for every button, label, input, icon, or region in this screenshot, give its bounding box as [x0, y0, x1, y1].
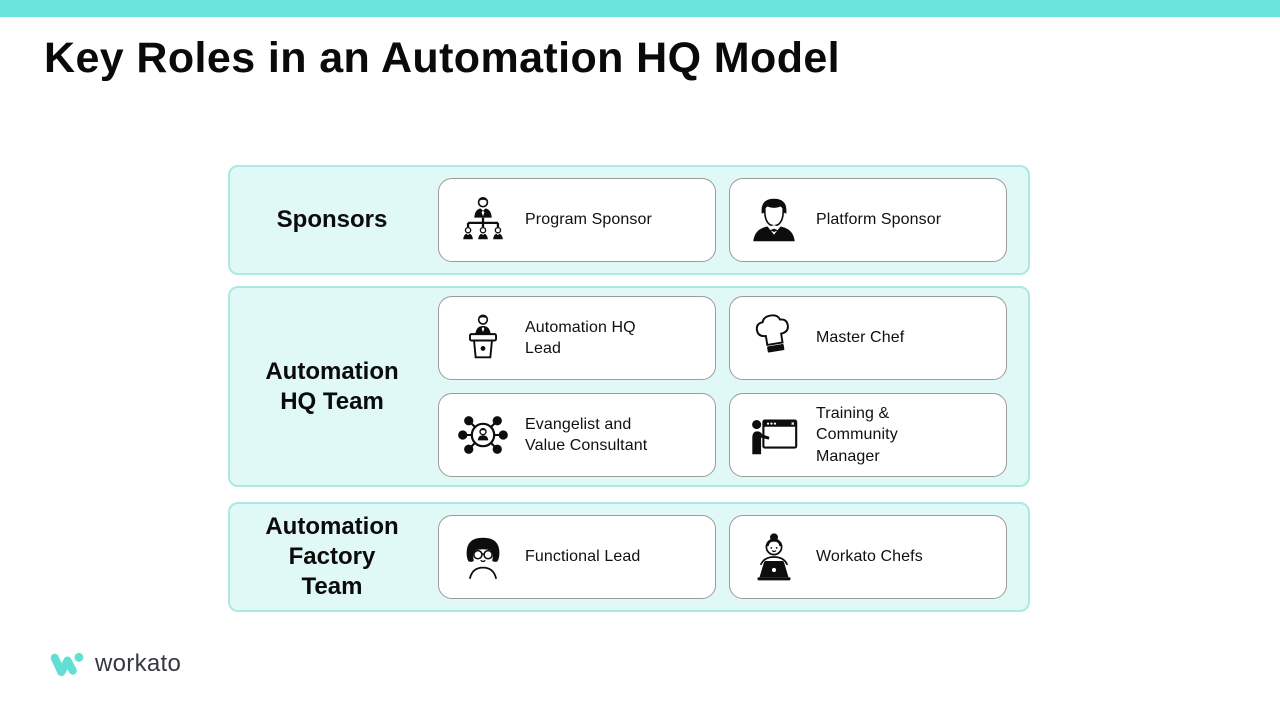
org-chart-icon — [456, 192, 510, 248]
role-card-evangelist-value-consultant: Evangelist and Value Consultant — [438, 393, 716, 477]
role-label: Platform Sponsor — [816, 211, 942, 229]
role-card-automation-hq-lead: Automation HQ Lead — [438, 296, 716, 380]
workato-logo: workato — [49, 649, 181, 679]
accent-top-bar — [0, 0, 1280, 17]
workato-logo-icon — [49, 649, 87, 679]
woman-glasses-icon — [456, 529, 510, 585]
role-label: Evangelist and Value Consultant — [525, 415, 648, 454]
sponsors-cards: Program Sponsor Platform Sponsor — [434, 178, 1028, 262]
section-automation-hq-team: Automation HQ Team Automation HQ Lead — [228, 286, 1030, 487]
section-label-sponsors: Sponsors — [276, 206, 388, 234]
chef-hat-icon — [747, 310, 801, 366]
businessman-icon — [747, 192, 801, 248]
workato-logo-text: workato — [95, 650, 182, 677]
role-label: Automation HQ Lead — [525, 318, 636, 357]
section-label-automation-hq-team: Automation HQ Team — [265, 357, 399, 415]
section-label-automation-factory-team: Automation Factory Team — [265, 513, 399, 600]
role-label: Program Sponsor — [525, 211, 652, 229]
role-card-training-community-manager: Training & Community Manager — [729, 393, 1007, 477]
podium-speaker-icon — [456, 310, 510, 366]
automation-factory-cards: Functional Lead — [434, 515, 1028, 599]
page-title: Key Roles in an Automation HQ Model — [44, 34, 841, 82]
section-automation-factory-team: Automation Factory Team Functional — [228, 502, 1030, 612]
role-card-program-sponsor: Program Sponsor — [438, 178, 716, 262]
role-label: Functional Lead — [525, 548, 641, 566]
role-label: Workato Chefs — [816, 548, 923, 566]
network-person-icon — [456, 407, 510, 463]
automation-hq-cards: Automation HQ Lead Master Chef — [434, 296, 1028, 477]
role-card-workato-chefs: Workato Chefs — [729, 515, 1007, 599]
section-sponsors: Sponsors — [228, 165, 1030, 275]
role-label: Master Chef — [816, 329, 905, 347]
role-card-master-chef: Master Chef — [729, 296, 1007, 380]
role-card-functional-lead: Functional Lead — [438, 515, 716, 599]
trainer-presentation-icon — [747, 407, 801, 463]
role-card-platform-sponsor: Platform Sponsor — [729, 178, 1007, 262]
role-label: Training & Community Manager — [816, 405, 898, 465]
woman-laptop-icon — [747, 529, 801, 585]
